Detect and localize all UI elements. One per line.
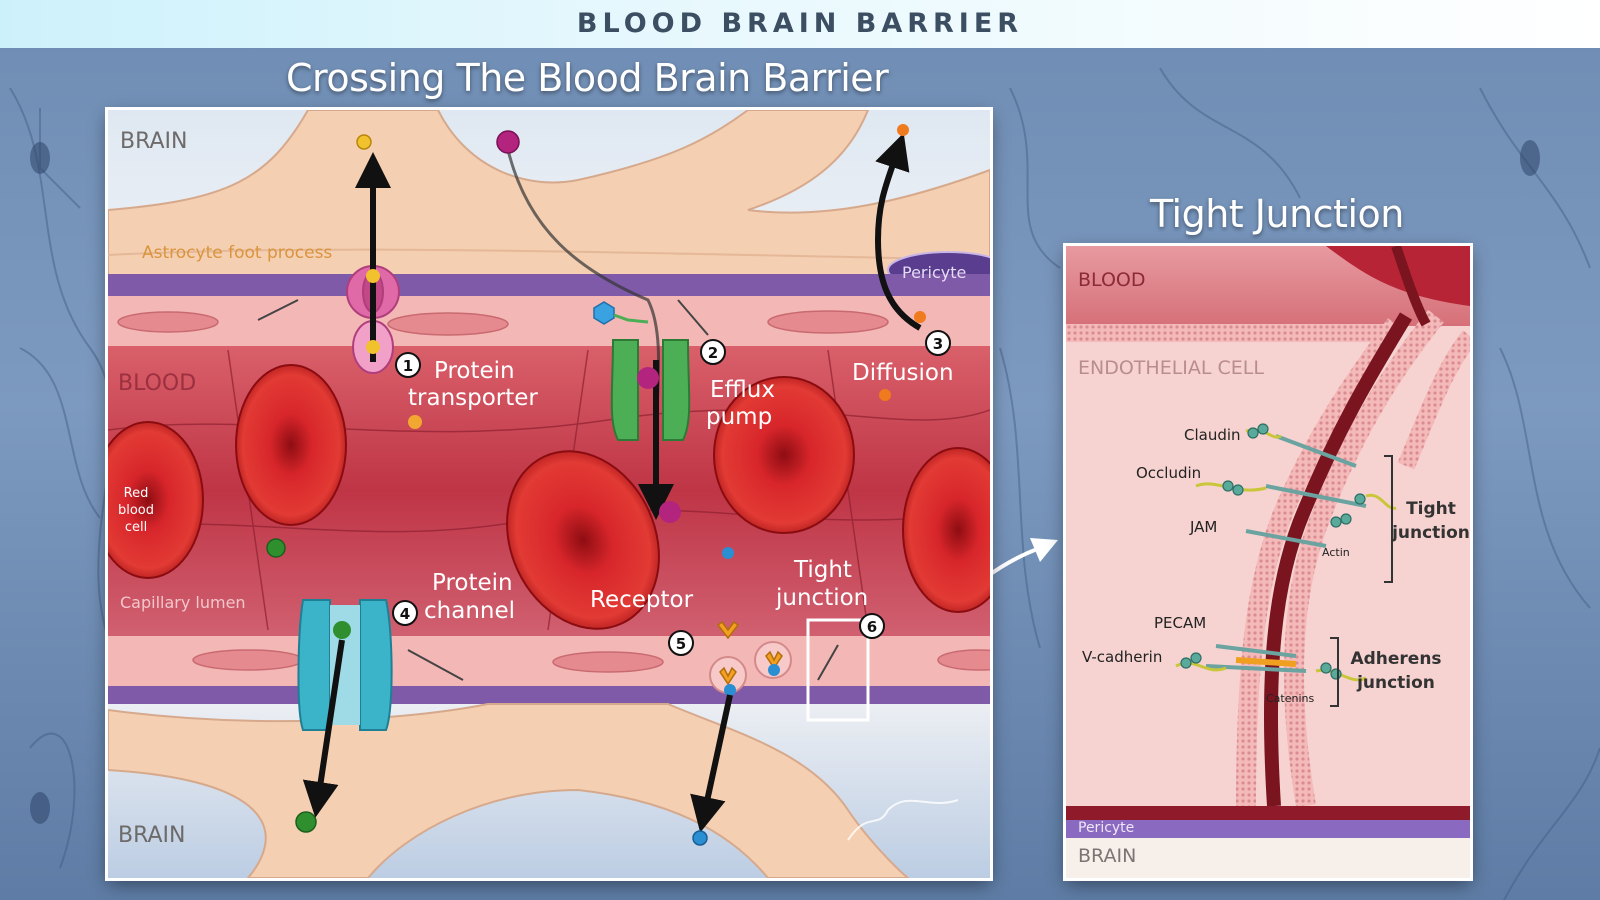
red-blood-cell — [235, 364, 347, 526]
inset-label-tight-1: Tight — [1406, 499, 1456, 519]
label-protein-transporter-1: Protein — [434, 358, 515, 384]
red-blood-cell — [713, 376, 855, 534]
inset-label-catenins: Catenins — [1266, 692, 1315, 705]
label-efflux-1: Efflux — [710, 377, 775, 403]
label-tight-junction-1: Tight — [793, 557, 852, 583]
label-blood: BLOOD — [118, 371, 196, 396]
protein-channel — [297, 599, 393, 731]
label-brain-top: BRAIN — [120, 129, 187, 154]
label-brain-bottom: BRAIN — [118, 823, 185, 848]
header-bar: BLOOD BRAIN BARRIER — [0, 0, 1600, 48]
label-protein-channel-1: Protein — [432, 570, 513, 596]
badge-3: 3 — [933, 335, 943, 353]
inset-label-adherens-2: junction — [1356, 673, 1435, 693]
capillary-svg: 1 2 3 4 5 6 Protein transporter Efflux p… — [108, 110, 990, 878]
tight-junction-title: Tight Junction — [1150, 192, 1404, 236]
inset-label-tight-2: junction — [1391, 523, 1470, 543]
inset-label-brain: BRAIN — [1078, 845, 1136, 867]
red-blood-cell — [108, 421, 204, 579]
label-diffusion: Diffusion — [852, 360, 954, 386]
efflux-pump — [610, 339, 691, 441]
inset-label-vcadherin: V-cadherin — [1082, 648, 1162, 666]
inset-label-claudin: Claudin — [1184, 426, 1241, 444]
capillary-diagram: 1 2 3 4 5 6 Protein transporter Efflux p… — [108, 110, 990, 878]
inset-label-actin: Actin — [1322, 546, 1350, 559]
label-rbc-1: Red — [124, 486, 149, 501]
badge-2: 2 — [708, 344, 718, 362]
tight-junction-inset: BLOOD ENDOTHELIAL CELL Pericyte BRAIN Cl… — [1066, 246, 1470, 878]
inset-label-endothelial: ENDOTHELIAL CELL — [1078, 357, 1264, 379]
label-rbc-2: blood — [118, 503, 154, 518]
label-capillary-lumen: Capillary lumen — [120, 593, 246, 612]
tight-junction-box — [806, 618, 870, 722]
header-title: BLOOD BRAIN BARRIER — [576, 8, 1024, 39]
inset-label-occludin: Occludin — [1136, 464, 1201, 482]
badge-6: 6 — [867, 618, 877, 636]
inset-label-pecam: PECAM — [1154, 614, 1206, 632]
badge-1: 1 — [403, 357, 413, 375]
label-protein-transporter-2: transporter — [408, 385, 538, 411]
label-receptor: Receptor — [590, 587, 694, 613]
badge-5: 5 — [676, 635, 686, 653]
label-efflux-2: pump — [706, 404, 772, 430]
label-pericyte: Pericyte — [902, 263, 966, 282]
label-astrocyte: Astrocyte foot process — [142, 243, 332, 263]
background-neurons — [9, 67, 1600, 900]
inset-label-jam: JAM — [1189, 518, 1217, 536]
inset-label-pericyte: Pericyte — [1078, 820, 1134, 836]
inset-label-blood: BLOOD — [1078, 269, 1145, 291]
main-title: Crossing The Blood Brain Barrier — [286, 56, 889, 100]
label-tight-junction-2: junction — [775, 585, 868, 611]
inset-label-adherens-1: Adherens — [1350, 649, 1441, 669]
label-rbc-3: cell — [125, 520, 147, 535]
badge-4: 4 — [400, 605, 410, 623]
red-blood-cell — [902, 447, 990, 613]
label-protein-channel-2: channel — [424, 598, 515, 624]
tight-junction-svg: BLOOD ENDOTHELIAL CELL Pericyte BRAIN Cl… — [1066, 246, 1470, 878]
